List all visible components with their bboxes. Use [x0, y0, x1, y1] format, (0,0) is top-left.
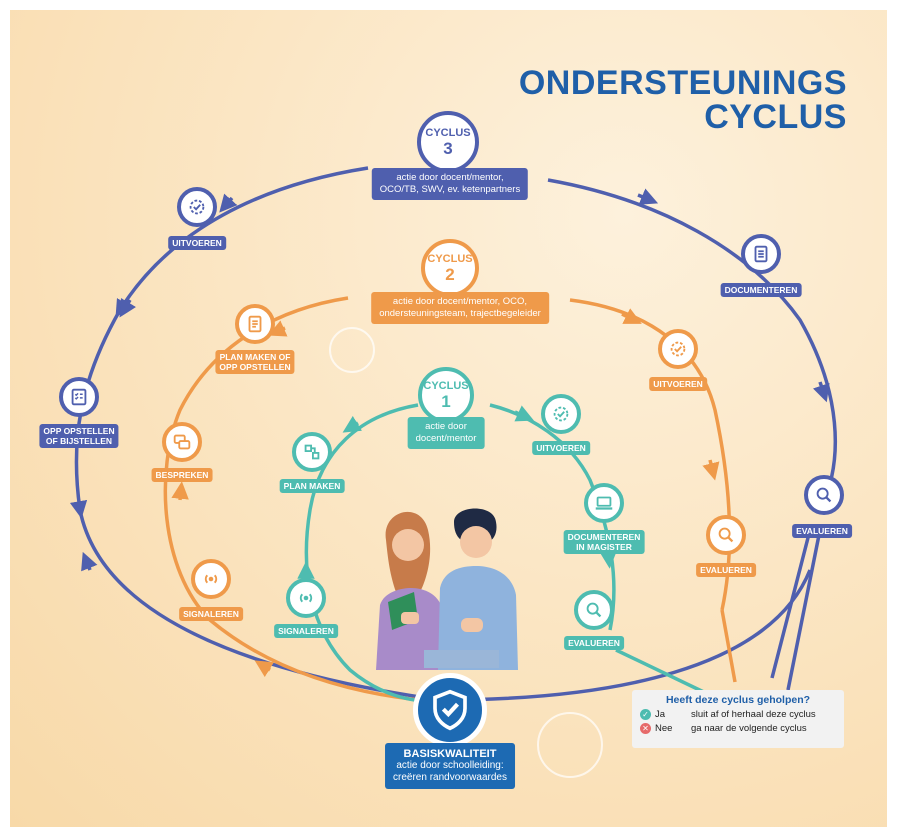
c3-evalueren-label: EVALUEREN	[792, 524, 852, 538]
cyclus-3-line-2: OCO/TB, SWV, ev. ketenpartners	[379, 184, 521, 195]
c1-evalueren-label: EVALUEREN	[564, 636, 624, 650]
magnifier-icon	[804, 475, 844, 515]
puzzle-icon	[292, 432, 332, 472]
c2-evalueren-label: EVALUEREN	[696, 563, 756, 577]
title-line-1: ONDERSTEUNINGS	[518, 64, 847, 102]
c3-opp-label: OPP OPSTELLEN OF BIJSTELLEN	[39, 424, 119, 448]
cross-icon: ✕	[640, 723, 651, 734]
cyclus-2-line-1: actie door docent/mentor, OCO,	[392, 296, 528, 307]
c1-doc-line-2: IN MAGISTER	[576, 542, 632, 552]
question-box: Heeft deze cyclus geholpen? ✓ Ja sluit a…	[632, 690, 844, 748]
plan-icon	[235, 304, 275, 344]
c2-bespreken-label: BESPREKEN	[151, 468, 213, 482]
basiskwaliteit-box: BASISKWALITEIT actie door schoolleiding:…	[385, 743, 515, 789]
c1-documenteren-label: DOCUMENTEREN IN MAGISTER	[563, 530, 645, 554]
gear-icon	[177, 187, 217, 227]
shield-check-icon	[413, 673, 487, 747]
cyclus-2-number: 2	[445, 264, 455, 284]
basis-line-2: creëren randvoorwaardes	[393, 772, 507, 783]
cyclus-1-line-1: actie door	[425, 421, 467, 432]
check-icon: ✓	[640, 709, 651, 720]
c3-documenteren-label: DOCUMENTEREN	[720, 283, 802, 297]
c3-opp-line-2: OF BIJSTELLEN	[45, 436, 113, 446]
checklist-icon	[59, 377, 99, 417]
c1-doc-line-1: DOCUMENTEREN	[567, 532, 641, 542]
title-line-2: CYCLUS	[704, 98, 847, 136]
basis-line-1: actie door schoolleiding:	[396, 760, 504, 771]
diagram-stage: ONDERSTEUNINGS CYCLUS CYCLUS 3 actie doo…	[10, 10, 887, 827]
yes-label: Ja	[655, 709, 666, 720]
no-label: Nee	[655, 723, 673, 734]
signal-icon	[286, 578, 326, 618]
c2-uitvoeren-label: UITVOEREN	[649, 377, 707, 391]
signal-icon	[191, 559, 231, 599]
cyclus-3-word: CYCLUS	[425, 126, 471, 139]
no-text: ga naar de volgende cyclus	[691, 723, 807, 734]
cyclus-1-number: 1	[441, 391, 451, 411]
c2-plan-label: PLAN MAKEN OF OPP OPSTELLEN	[215, 350, 295, 374]
gear-icon	[658, 329, 698, 369]
clipboard-icon	[741, 234, 781, 274]
cyclus-3-description: actie door docent/mentor, OCO/TB, SWV, e…	[371, 168, 529, 200]
c1-signaleren-label: SIGNALEREN	[274, 624, 338, 638]
cyclus-1-word: CYCLUS	[423, 379, 469, 392]
cyclus-2-line-2: ondersteuningsteam, trajectbegeleider	[379, 308, 541, 319]
page-title: ONDERSTEUNINGS CYCLUS	[519, 66, 847, 134]
cyclus-3-line-1: actie door docent/mentor,	[396, 172, 504, 183]
basis-title: BASISKWALITEIT	[403, 748, 497, 760]
chat-icon	[162, 422, 202, 462]
c2-plan-line-1: PLAN MAKEN OF	[219, 352, 291, 362]
c2-signaleren-label: SIGNALEREN	[179, 607, 243, 621]
c2-plan-line-2: OPP OPSTELLEN	[219, 362, 291, 372]
c1-plan-label: PLAN MAKEN	[279, 479, 345, 493]
laptop-icon	[584, 483, 624, 523]
cyclus-1-badge: CYCLUS 1	[418, 367, 474, 423]
cyclus-3-badge: CYCLUS 3	[417, 111, 479, 173]
c3-opp-line-1: OPP OPSTELLEN	[43, 426, 115, 436]
cyclus-2-description: actie door docent/mentor, OCO, ondersteu…	[371, 292, 549, 324]
students-illustration	[376, 508, 518, 670]
cyclus-1-line-2: docent/mentor	[415, 433, 477, 444]
magnifier-icon	[706, 515, 746, 555]
magnifier-icon	[574, 590, 614, 630]
question-title: Heeft deze cyclus geholpen?	[665, 694, 811, 706]
yes-row: ✓ Ja sluit af of herhaal deze cyclus	[640, 709, 844, 720]
cyclus-2-badge: CYCLUS 2	[421, 239, 479, 297]
no-row: ✕ Nee ga naar de volgende cyclus	[640, 723, 844, 734]
cyclus-2-word: CYCLUS	[427, 252, 473, 265]
c3-uitvoeren-label: UITVOEREN	[168, 236, 226, 250]
cyclus-1-description: actie door docent/mentor	[407, 417, 485, 449]
gear-icon	[541, 394, 581, 434]
c1-uitvoeren-label: UITVOEREN	[532, 441, 590, 455]
cyclus-3-number: 3	[443, 138, 453, 158]
yes-text: sluit af of herhaal deze cyclus	[691, 709, 816, 720]
